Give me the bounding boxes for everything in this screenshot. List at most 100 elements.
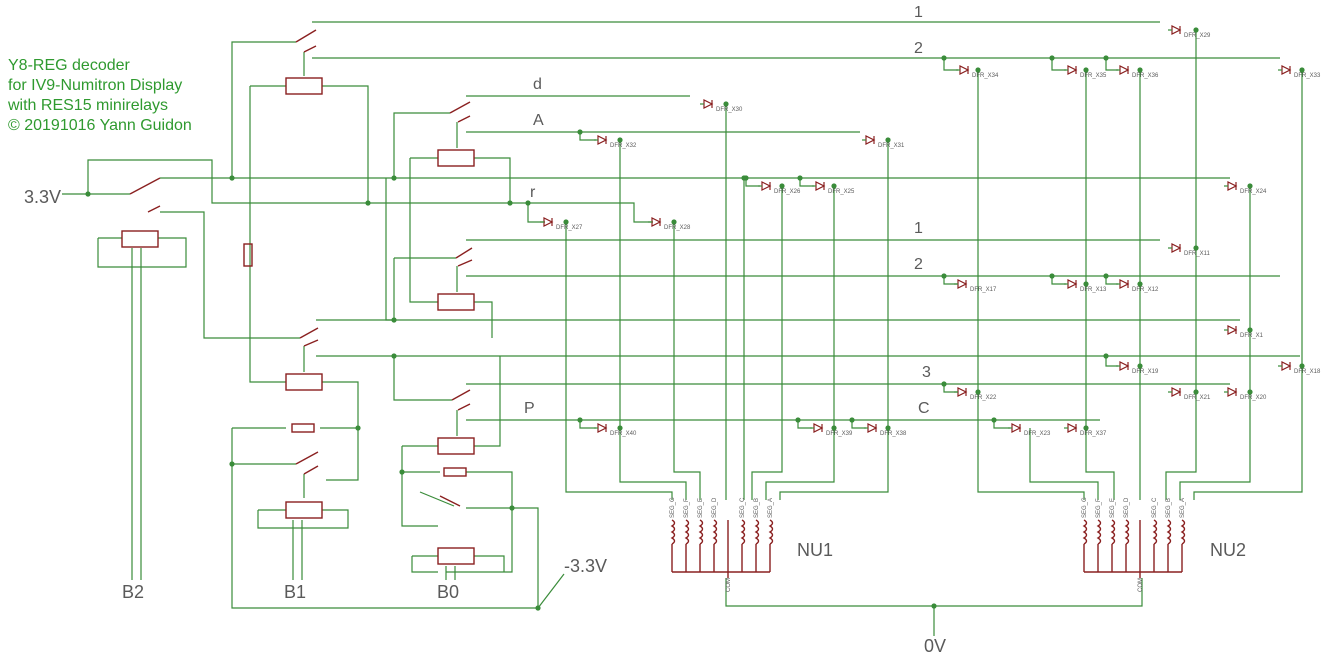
com-label: COM	[726, 578, 732, 592]
diode-dfr-x18: DFR_X18	[1278, 361, 1321, 375]
junction-dot	[1103, 55, 1109, 61]
junction-dot	[831, 183, 837, 189]
junction-dot	[975, 389, 981, 395]
bus-label-C: C	[918, 400, 930, 417]
display-nu2-label: NU2	[1210, 540, 1246, 560]
display-nu1-label: NU1	[797, 540, 833, 560]
diode-dfr-x26: DFR_X26	[758, 181, 801, 195]
bus-label-1b: 1	[914, 220, 923, 237]
wiring	[62, 21, 1303, 636]
junction-dot	[563, 219, 569, 225]
junction-dot	[391, 317, 397, 323]
diode-label: DFR_X20	[1240, 395, 1267, 401]
diode-label: DFR_X18	[1294, 369, 1321, 375]
diode-label: DFR_X26	[774, 189, 801, 195]
pin-label: SEG_D	[712, 497, 718, 518]
diode-label: DFR_X33	[1294, 73, 1321, 79]
diode-dfr-x29: DFR_X29	[1168, 25, 1211, 39]
pin-label: SEG_C	[1152, 497, 1158, 518]
diode-label: DFR_X24	[1240, 189, 1267, 195]
pin-label: SEG_E	[698, 498, 704, 518]
pin-label: SEG_D	[1124, 497, 1130, 518]
diode-label: DFR_X31	[878, 143, 905, 149]
junction-dot	[399, 469, 405, 475]
diode-label: DFR_X1	[1240, 333, 1264, 339]
diode-label: DFR_X39	[826, 431, 853, 437]
junction-dot	[525, 200, 531, 206]
relay-coil-k4	[437, 149, 475, 167]
bus-label-3: 3	[922, 364, 931, 381]
diode-dfr-x24: DFR_X24	[1224, 181, 1267, 195]
diode-dfr-x35: DFR_X35	[1064, 65, 1107, 79]
bus-label-2b: 2	[914, 256, 923, 273]
diode-dfr-x19: DFR_X19	[1116, 361, 1159, 375]
diode-label: DFR_X25	[828, 189, 855, 195]
bus-label-A: A	[533, 112, 544, 129]
diode-label: DFR_X27	[556, 225, 583, 231]
junction-dot	[1137, 67, 1143, 73]
junction-dot	[577, 417, 583, 423]
ground-label: 0V	[924, 636, 946, 656]
junction-dot	[1247, 183, 1253, 189]
diode-label: DFR_X23	[1024, 431, 1051, 437]
junction-dot	[849, 417, 855, 423]
diode-label: DFR_X12	[1132, 287, 1159, 293]
junction-dot	[797, 175, 803, 181]
junction-dot	[355, 425, 361, 431]
input-b0-label: B0	[437, 582, 459, 602]
junction-dot	[1193, 245, 1199, 251]
diode-label: DFR_X32	[610, 143, 637, 149]
supply-negative-label: -3.3V	[564, 556, 607, 576]
input-b2-label: B2	[122, 582, 144, 602]
junction-dot	[1103, 273, 1109, 279]
pin-label: SEG_G	[670, 497, 676, 518]
junction-dot	[1299, 67, 1305, 73]
diode-label: DFR_X37	[1080, 431, 1107, 437]
junction-dot	[723, 101, 729, 107]
diode-dfr-x12: DFR_X12	[1116, 279, 1159, 293]
junction-dot	[577, 129, 583, 135]
diode-label: DFR_X34	[972, 73, 999, 79]
junction-dot	[991, 417, 997, 423]
junction-dot	[1137, 363, 1143, 369]
relay-coil-b1	[285, 501, 323, 519]
pin-label: SEG_C	[740, 497, 746, 518]
diode-dfr-x36: DFR_X36	[1116, 65, 1159, 79]
junction-dot	[1247, 389, 1253, 395]
supply-positive-label: 3.3V	[24, 187, 61, 207]
diode-dfr-x37: DFR_X37	[1064, 423, 1107, 437]
junction-dot	[1103, 353, 1109, 359]
junction-dot	[1193, 27, 1199, 33]
diode-dfr-x34: DFR_X34	[956, 65, 999, 79]
relay-coil-k5	[437, 293, 475, 311]
title-line-4: © 20191016 Yann Guidon	[8, 117, 192, 134]
diode-dfr-x23: DFR_X23	[1008, 423, 1051, 437]
diode-dfr-x40: DFR_X40	[594, 423, 637, 437]
diode-label: DFR_X22	[970, 395, 997, 401]
pin-label: SEG_E	[1110, 498, 1116, 518]
bus-label-d: d	[533, 76, 542, 93]
diode-dfr-x21: DFR_X21	[1168, 387, 1211, 401]
junction-dot	[617, 425, 623, 431]
diode-label: DFR_X28	[664, 225, 691, 231]
relay-coil-k3	[285, 77, 323, 95]
relay-coil-k2	[121, 230, 159, 248]
junction-dot	[509, 505, 515, 511]
junction-dot	[1083, 67, 1089, 73]
resistor-3	[443, 467, 467, 477]
junction-dot	[795, 417, 801, 423]
diode-dfr-x27: DFR_X27	[540, 217, 583, 231]
pin-label: SEG_G	[1082, 497, 1088, 518]
pin-label: SEG_F	[1096, 498, 1102, 518]
title-line-1: Y8-REG decoder	[8, 57, 131, 74]
junction-dot	[1083, 425, 1089, 431]
pin-label: SEG_F	[684, 498, 690, 518]
junction-dot	[1049, 273, 1055, 279]
junction-dot	[885, 137, 891, 143]
bus-labels: 1 2 d A r 1 2 3 P C	[524, 4, 931, 417]
pin-label: SEG_A	[768, 498, 774, 518]
junction-dot	[941, 273, 947, 279]
relay-coil-b0	[437, 547, 475, 565]
